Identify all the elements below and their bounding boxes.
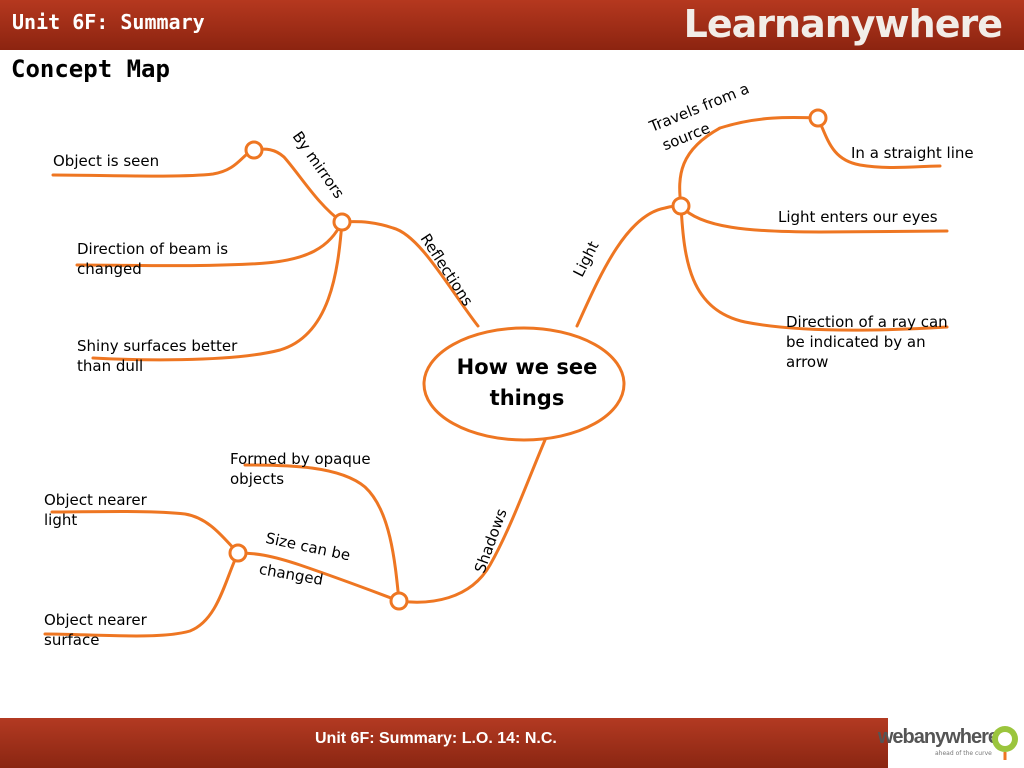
leaf-line-direction-beam xyxy=(75,220,344,268)
branch-line-reflections xyxy=(340,220,480,328)
branch-line-shadows xyxy=(397,438,547,604)
branch-line-by-mirrors xyxy=(252,147,344,224)
branch-label-by-mirrors: By mirrors xyxy=(289,128,348,202)
leaf-straight-line: In a straight line xyxy=(851,144,974,162)
leaf-nearer-surface: Object nearer surface xyxy=(44,611,147,649)
header-bar: Unit 6F: Summary Learnanywhere xyxy=(0,0,1024,50)
webanywhere-logo: webanywhere xyxy=(877,726,999,748)
junction-node-light xyxy=(671,196,691,216)
branch-line-size-changed xyxy=(236,551,401,603)
leaf-line-formed-opaque xyxy=(243,463,401,603)
header-title: Unit 6F: Summary xyxy=(12,10,205,34)
leaf-line-straight-line xyxy=(816,116,942,169)
branch-label-shadows: Shadows xyxy=(471,506,511,575)
junction-node-size xyxy=(228,543,248,563)
junction-node-travels xyxy=(808,108,828,128)
branch-label-reflections: Reflections xyxy=(417,230,477,309)
leaf-line-light-enters xyxy=(679,204,949,234)
central-node-label: How we see things xyxy=(456,355,598,410)
footer-text: Unit 6F: Summary: L.O. 14: N.C. xyxy=(315,730,557,747)
branch-line-travels xyxy=(678,115,820,208)
leaf-line-object-seen xyxy=(51,148,256,178)
central-node-oval xyxy=(422,326,626,442)
leaf-formed-opaque: Formed by opaque objects xyxy=(230,450,371,488)
leaf-direction-beam: Direction of beam is changed xyxy=(77,240,229,278)
leaf-direction-ray: Direction of a ray can be indicated by a… xyxy=(786,313,948,371)
leaf-line-nearer-light xyxy=(50,510,240,555)
leaf-line-direction-ray xyxy=(679,204,949,332)
page-title: Concept Map xyxy=(11,55,170,83)
junction-node-reflections xyxy=(332,212,352,232)
junction-node-shadows xyxy=(389,591,409,611)
leaf-nearer-light: Object nearer light xyxy=(44,491,147,529)
footer-tagline: ahead of the curve xyxy=(935,750,992,757)
learnanywhere-logo: Learnanywhere xyxy=(683,2,1003,46)
junction-node-by-mirrors xyxy=(244,140,264,160)
branch-label-light: Light xyxy=(570,238,603,280)
footer-logo-area: webanywhere xyxy=(878,718,1024,768)
leaf-line-nearer-surface xyxy=(43,551,240,638)
leaf-object-seen: Object is seen xyxy=(53,152,160,170)
footer-bar: Unit 6F: Summary: L.O. 14: N.C. xyxy=(0,718,1024,768)
leaf-light-enters: Light enters our eyes xyxy=(778,208,938,226)
branch-label-travels: Travels from a source xyxy=(646,78,765,157)
leaf-line-shiny-surfaces xyxy=(91,220,344,362)
leaf-logo-icon xyxy=(992,726,1018,760)
leaf-shiny-surfaces: Shiny surfaces better than dull xyxy=(77,337,238,375)
